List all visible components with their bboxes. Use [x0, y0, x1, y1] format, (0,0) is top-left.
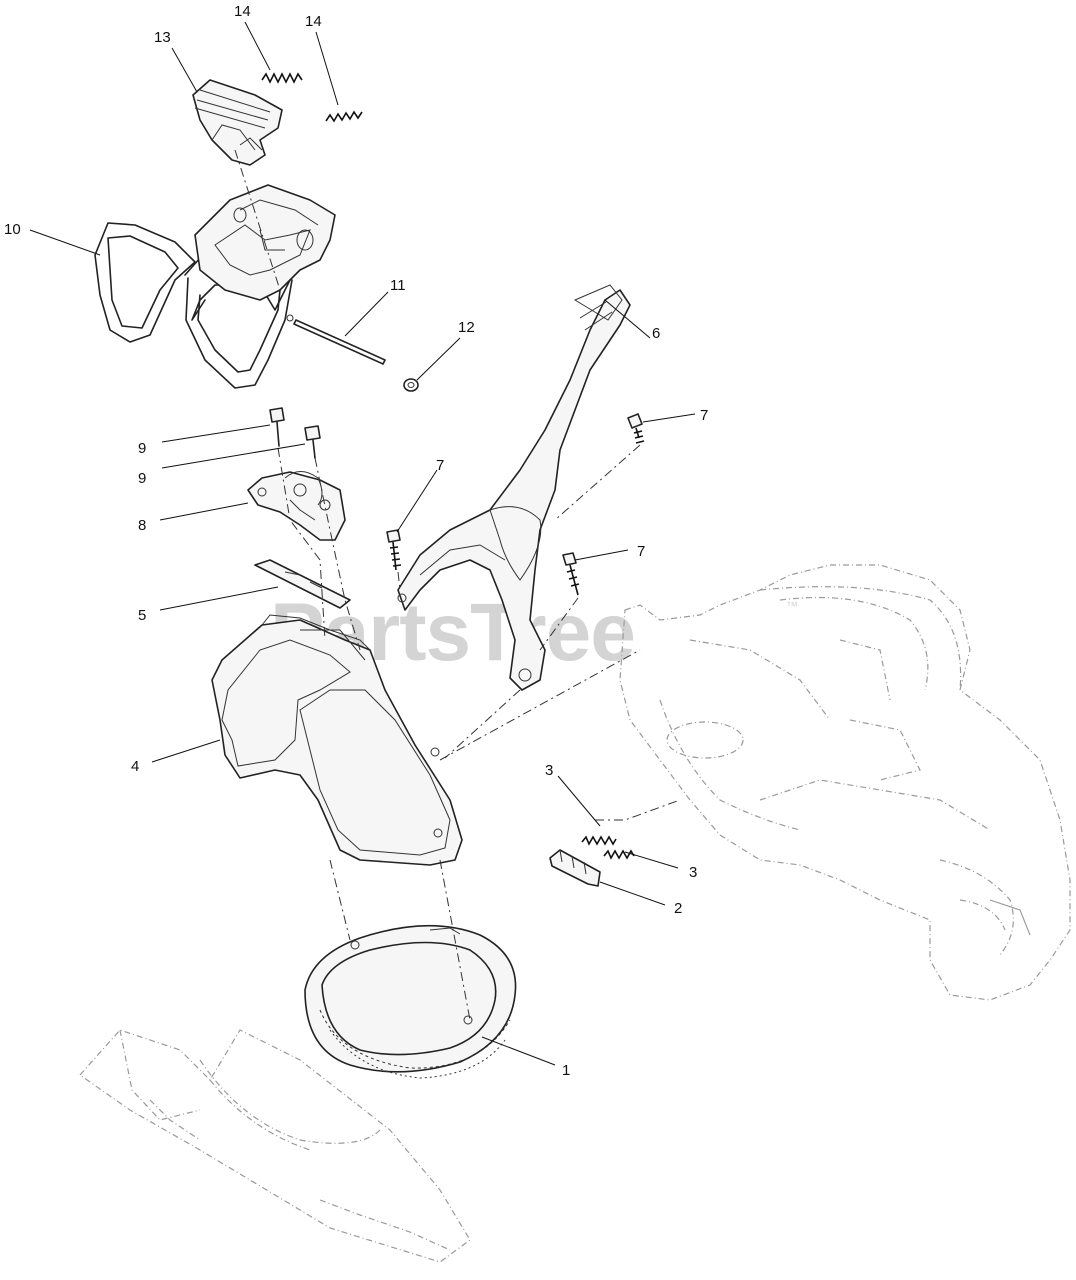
callout-14-left: 14	[234, 3, 251, 20]
part-10-handle-frame	[94, 184, 336, 389]
callout-2: 2	[674, 900, 682, 917]
part-13-handle-cap	[192, 79, 283, 166]
part-6-upper-chute	[397, 284, 631, 691]
part-12-washer	[403, 378, 419, 392]
callout-9-upper: 9	[138, 440, 146, 457]
callout-8: 8	[138, 517, 146, 534]
part-3-spring-upper	[581, 835, 617, 846]
part-14-spring-lower	[325, 110, 363, 123]
callout-10: 10	[4, 221, 21, 238]
part-7-screw-left	[386, 529, 402, 571]
ghost-auger-housing	[619, 564, 1071, 1001]
callout-1: 1	[562, 1062, 570, 1079]
part-1-ring-gear	[304, 924, 517, 1079]
callout-7-top-right: 7	[700, 407, 708, 424]
callout-4: 4	[131, 758, 139, 775]
part-4-chute	[211, 614, 463, 866]
callout-labels: 14 14 13 10 11 12 6 7 7 7 9 9 8 5 4 3 3 …	[4, 3, 708, 1079]
part-9-bolt-right	[304, 425, 321, 459]
callout-12: 12	[458, 319, 475, 336]
callout-5: 5	[138, 607, 146, 624]
ghost-lower-housing	[79, 1029, 471, 1263]
callout-11: 11	[390, 277, 406, 294]
part-7-screw-top-right	[627, 413, 645, 444]
callout-7-mid: 7	[637, 543, 645, 560]
part-5-shim	[254, 559, 351, 609]
part-14-spring-upper	[261, 72, 303, 84]
callout-13: 13	[154, 29, 171, 46]
callout-6: 6	[652, 325, 660, 342]
part-11-pin	[293, 319, 386, 365]
callout-14-right: 14	[305, 13, 322, 30]
watermark-trademark: ™	[786, 599, 798, 613]
assembly-lines	[234, 149, 681, 1021]
part-3-spring-lower	[603, 849, 635, 860]
callout-3-lower: 3	[689, 864, 697, 881]
part-2-bracket	[549, 849, 601, 887]
callout-7-left: 7	[436, 457, 444, 474]
part-9-bolt-left	[269, 407, 285, 447]
leader-lines	[29, 21, 696, 1066]
callout-9-lower: 9	[138, 470, 146, 487]
callout-3-upper: 3	[545, 762, 553, 779]
part-8-clamp	[247, 471, 346, 541]
part-7-screw-mid	[562, 552, 580, 596]
